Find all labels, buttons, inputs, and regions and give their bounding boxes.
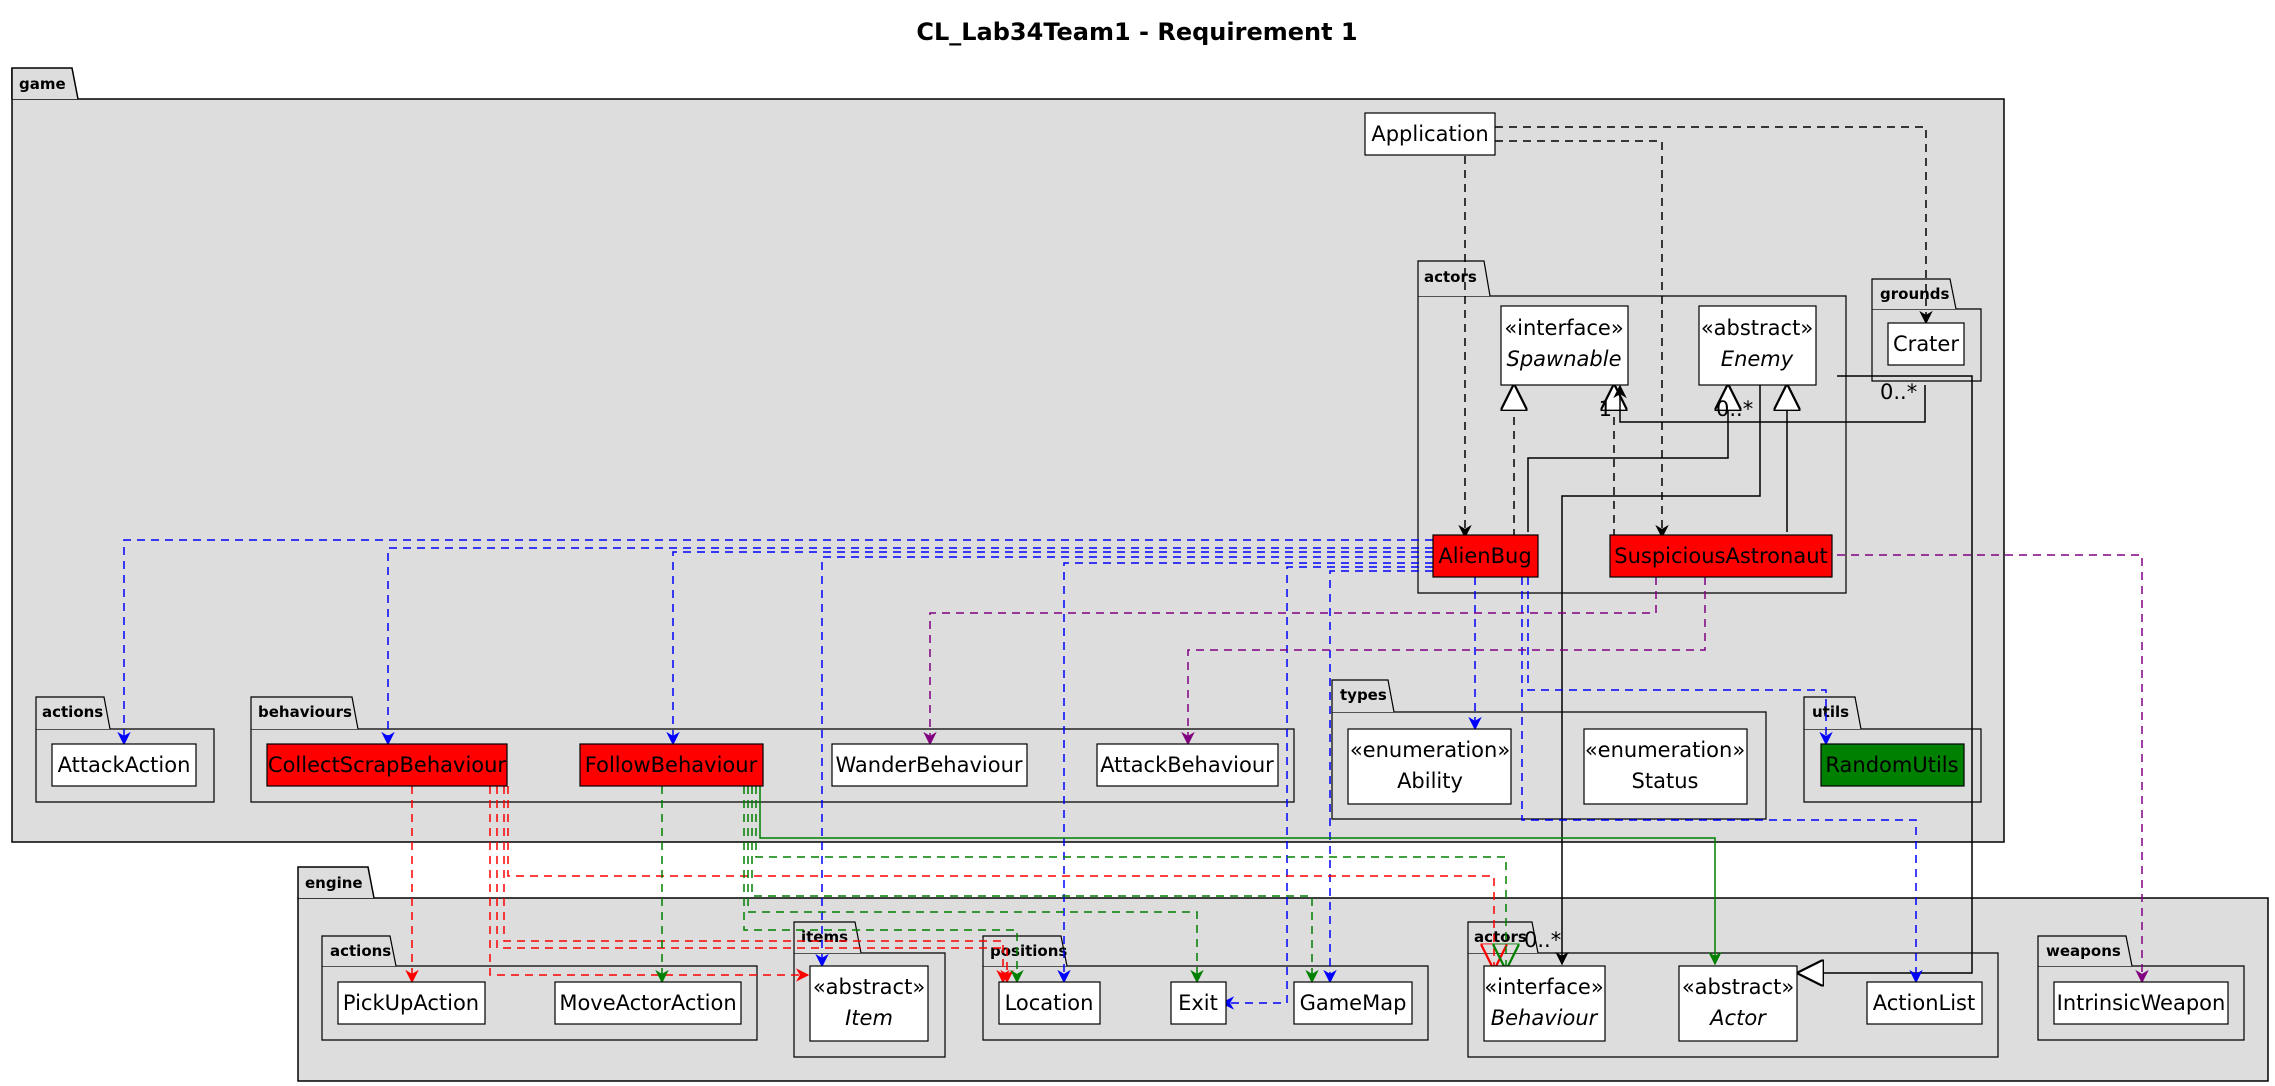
class-attack-behaviour-label: AttackBehaviour — [1100, 753, 1274, 777]
abstract-item-label: Item — [845, 1006, 893, 1030]
class-move-actor-action[interactable]: MoveActorAction — [554, 981, 742, 1025]
abstract-enemy-stereotype: «abstract» — [1701, 316, 1813, 340]
interface-behaviour-label: Behaviour — [1491, 1006, 1599, 1030]
multiplicity-crater-spawnable-far: 0..* — [1880, 380, 1917, 404]
edge-enemy-actor — [1799, 375, 1973, 973]
package-game-actors-label: actors — [1424, 268, 1477, 286]
package-engine-label: engine — [305, 874, 363, 892]
edge-follow-exit — [747, 786, 1204, 984]
class-exit[interactable]: Exit — [1170, 981, 1227, 1025]
package-engine-weapons-label: weapons — [2046, 942, 2121, 960]
edge-alienbug-actionlist — [1521, 577, 1923, 984]
class-crater[interactable]: Crater — [1887, 322, 1965, 366]
class-location[interactable]: Location — [998, 981, 1101, 1025]
class-collect-scrap-behaviour[interactable]: CollectScrapBehaviour — [266, 743, 508, 787]
class-move-actor-action-label: MoveActorAction — [559, 991, 736, 1015]
enum-ability-stereotype: «enumeration» — [1350, 738, 1510, 762]
edge-enemy-behaviour — [1555, 385, 1761, 966]
class-random-utils[interactable]: RandomUtils — [1820, 743, 1965, 787]
enum-ability-label: Ability — [1397, 769, 1463, 793]
abstract-item[interactable]: «abstract» Item — [809, 965, 929, 1042]
class-application-label: Application — [1371, 122, 1488, 146]
abstract-actor-label: Actor — [1708, 1006, 1767, 1030]
class-pickup-action-label: PickUpAction — [343, 991, 479, 1015]
package-game-behaviours: behaviours — [250, 696, 1295, 803]
package-game-utils-label: utils — [1812, 703, 1849, 721]
class-action-list[interactable]: ActionList — [1866, 981, 1983, 1025]
package-game-actions-label: actions — [42, 703, 103, 721]
abstract-enemy[interactable]: «abstract» Enemy — [1698, 305, 1817, 386]
class-wander-behaviour-label: WanderBehaviour — [835, 753, 1022, 777]
class-suspicious-astronaut[interactable]: SuspiciousAstronaut — [1609, 534, 1833, 578]
abstract-actor[interactable]: «abstract» Actor — [1678, 965, 1798, 1042]
package-engine-positions-label: positions — [990, 942, 1067, 960]
package-game-grounds-label: grounds — [1880, 285, 1950, 303]
edge-suspicious-intrinsicweapon — [1837, 554, 2149, 984]
edge-alienbug-item — [815, 556, 1433, 968]
edge-alienbug-gamemap — [1323, 570, 1433, 984]
interface-behaviour[interactable]: «interface» Behaviour — [1483, 965, 1606, 1042]
package-game-types-label: types — [1340, 686, 1387, 704]
edge-follow-location — [743, 786, 1024, 984]
edge-alienbug-follow — [666, 551, 1433, 746]
class-crater-label: Crater — [1893, 332, 1959, 356]
class-suspicious-astronaut-label: SuspiciousAstronaut — [1614, 544, 1828, 568]
edge-application-crater — [1495, 126, 1933, 325]
class-attack-behaviour[interactable]: AttackBehaviour — [1096, 743, 1279, 787]
enum-ability[interactable]: «enumeration» Ability — [1347, 728, 1512, 805]
enum-status-stereotype: «enumeration» — [1585, 738, 1745, 762]
edge-suspicious-attackbehaviour — [1181, 577, 1706, 746]
package-engine-actions-label: actions — [330, 942, 391, 960]
package-engine-actors-label: actors — [1474, 928, 1527, 946]
diagram-title: CL_Lab34Team1 - Requirement 1 — [916, 18, 1357, 46]
edge-crater-spawnable — [1613, 384, 1926, 423]
edge-alienbug-randomutils — [1527, 577, 1833, 746]
edge-suspicious-wander — [923, 577, 1657, 746]
class-action-list-label: ActionList — [1873, 991, 1975, 1015]
multiplicity-enemy-from-alienbug: 0..* — [1716, 397, 1753, 421]
class-follow-behaviour-label: FollowBehaviour — [585, 753, 758, 777]
class-alienbug-label: AlienBug — [1438, 544, 1531, 568]
abstract-actor-stereotype: «abstract» — [1682, 975, 1794, 999]
edge-follow-actor — [759, 786, 1722, 966]
class-gamemap-label: GameMap — [1300, 991, 1407, 1015]
enum-status[interactable]: «enumeration» Status — [1583, 728, 1748, 805]
edge-collectscrap-item — [489, 786, 810, 982]
class-attack-action[interactable]: AttackAction — [51, 743, 197, 787]
edges — [117, 126, 2149, 1010]
edge-follow-behaviour — [755, 786, 1506, 968]
abstract-item-stereotype: «abstract» — [813, 975, 925, 999]
multiplicity-behaviour: 0..* — [1524, 928, 1561, 952]
class-alienbug[interactable]: AlienBug — [1432, 534, 1539, 578]
edge-alienbug-exit — [1220, 566, 1433, 1010]
class-intrinsic-weapon-label: IntrinsicWeapon — [2057, 991, 2226, 1015]
interface-spawnable-stereotype: «interface» — [1504, 316, 1623, 340]
abstract-enemy-label: Enemy — [1721, 347, 1794, 371]
class-pickup-action[interactable]: PickUpAction — [337, 981, 486, 1025]
class-attack-action-label: AttackAction — [58, 753, 191, 777]
edge-collectscrap-behaviour — [507, 786, 1494, 968]
edge-collectscrap-gamemap — [503, 786, 1010, 984]
edge-alienbug-attackaction — [117, 539, 1433, 746]
class-random-utils-label: RandomUtils — [1825, 753, 1958, 777]
class-collect-scrap-behaviour-label: CollectScrapBehaviour — [268, 753, 507, 777]
multiplicity-crater-spawnable-near: 1 — [1599, 397, 1612, 421]
interface-behaviour-stereotype: «interface» — [1484, 975, 1603, 999]
package-game: game — [11, 67, 2005, 843]
class-wander-behaviour[interactable]: WanderBehaviour — [831, 743, 1028, 787]
interface-spawnable[interactable]: «interface» Spawnable — [1500, 305, 1629, 386]
interface-spawnable-label: Spawnable — [1507, 347, 1622, 371]
class-application[interactable]: Application — [1364, 112, 1496, 156]
package-game-behaviours-label: behaviours — [258, 703, 352, 721]
package-game-label: game — [19, 75, 66, 93]
class-location-label: Location — [1005, 991, 1094, 1015]
class-follow-behaviour[interactable]: FollowBehaviour — [579, 743, 764, 787]
class-exit-label: Exit — [1178, 991, 1218, 1015]
edge-collectscrap-location — [496, 786, 1014, 984]
enum-status-label: Status — [1632, 769, 1699, 793]
class-intrinsic-weapon[interactable]: IntrinsicWeapon — [2053, 981, 2229, 1025]
class-gamemap[interactable]: GameMap — [1293, 981, 1413, 1025]
edge-alienbug-location — [1057, 562, 1433, 984]
